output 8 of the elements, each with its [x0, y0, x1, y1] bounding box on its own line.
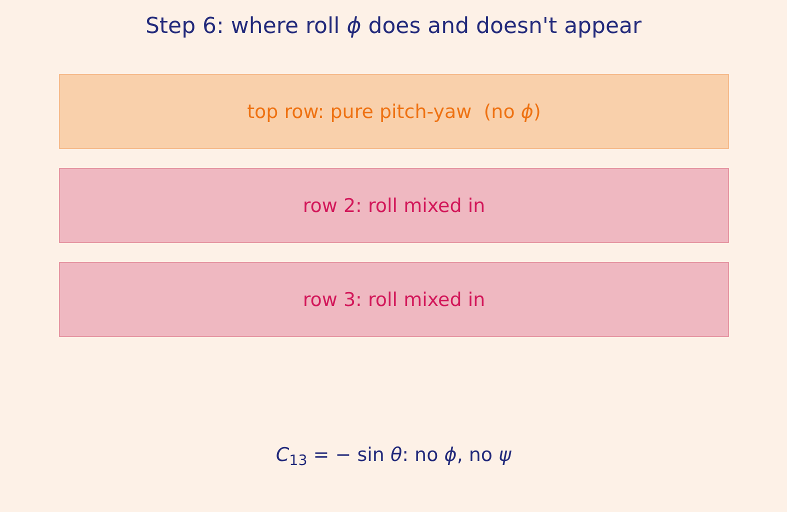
- formula-note: C$_{13}$ = − sin θ: no ϕ, no ψ: [276, 443, 512, 469]
- diagram-title: Step 6: where roll ϕ does and doesn't appear: [145, 13, 642, 41]
- row-label: top row: pure pitch-yaw (no ϕ): [247, 100, 541, 124]
- row-label: row 2: roll mixed in: [302, 194, 486, 218]
- row-label: row 3: roll mixed in: [302, 288, 486, 312]
- row-box: [59, 168, 729, 243]
- row-box: [59, 74, 729, 149]
- row-box: [59, 262, 729, 337]
